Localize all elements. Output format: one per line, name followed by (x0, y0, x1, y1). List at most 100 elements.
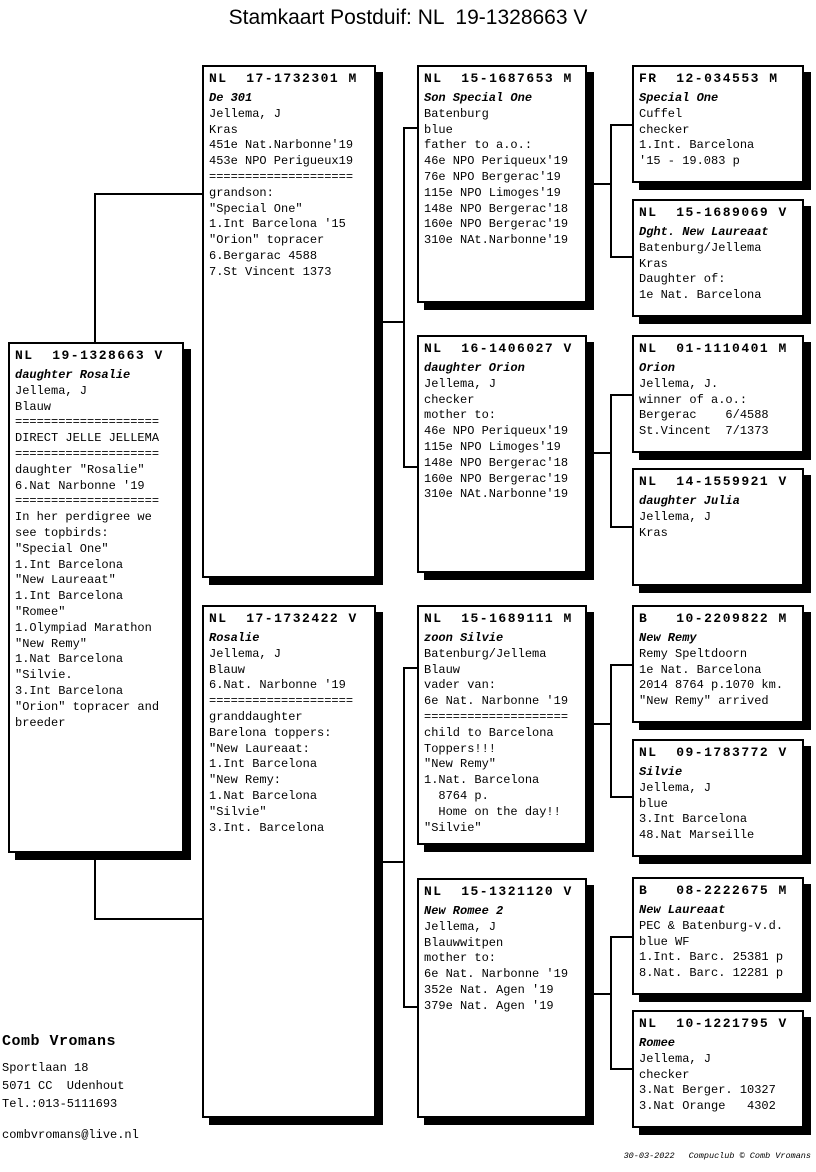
pedigree-text-line: 8764 p. (424, 788, 489, 803)
breeder-address-line: 5071 CC Udenhout (2, 1079, 125, 1093)
pedigree-text-line: granddaughter (209, 709, 303, 724)
connector-line (587, 183, 612, 185)
pedigree-text-line: "Silvie" (424, 820, 482, 835)
connector-line (610, 936, 612, 1070)
pedigree-text-line: daughter Julia (639, 494, 740, 508)
pedigree-text-line: 46e NPO Periqueux'19 (424, 424, 569, 439)
pedigree-text-line: 1.Int Barcelona (209, 757, 318, 772)
ring-number: NL 15-1687653 M (424, 71, 573, 86)
connector-line (610, 664, 612, 798)
pedigree-text-line: 115e NPO Limoges'19 (424, 185, 561, 200)
connector-line (94, 193, 204, 195)
footer-date: 30-03-2022 (623, 1151, 675, 1161)
pedigree-text-line: ==================== (15, 415, 160, 430)
pedigree-text-line: Barelona toppers: (209, 725, 332, 740)
pedigree-text-line: Daughter of: (639, 272, 726, 287)
pedigree-text-line: 160e NPO Bergerac'19 (424, 217, 569, 232)
connector-line (610, 124, 612, 258)
pedigree-text-line: "New Remy" (15, 636, 88, 651)
pedigree-text-line: Blauw (209, 662, 246, 677)
pedigree-text-line: 1e Nat. Barcelona (639, 662, 762, 677)
pedigree-text-line: St.Vincent 7/1373 (639, 424, 769, 439)
breeder-address-line: Sportlaan 18 (2, 1061, 89, 1075)
pedigree-text-line: Kras (209, 122, 238, 137)
pedigree-text-line: Dght. New Laureaat (639, 225, 769, 239)
pedigree-text-line: Remy Speltdoorn (639, 646, 748, 661)
pedigree-text-line: "Orion" topracer and (15, 699, 160, 714)
pedigree-text-line: Son Special One (424, 91, 533, 105)
pedigree-text-line: Jellema, J (424, 376, 497, 391)
breeder-phone: Tel.:013-5111693 (2, 1097, 118, 1111)
connector-line (587, 452, 612, 454)
connector-line (587, 723, 612, 725)
connector-line (94, 851, 96, 920)
pedigree-text-line: Special One (639, 91, 719, 105)
pedigree-text-line: Jellema, J (639, 509, 712, 524)
pedigree-text-line: "Special One" (209, 201, 303, 216)
footer: 30-03-2022 Compuclub © Comb Vromans (613, 1141, 811, 1161)
pedigree-text-line: ==================== (209, 169, 354, 184)
ring-number: NL 14-1559921 V (639, 474, 788, 489)
pedigree-text-line: daughter Rosalie (15, 368, 131, 382)
pedigree-text-line: ==================== (15, 446, 160, 461)
pedigree-text-line: Jellema, J (639, 1051, 712, 1066)
pedigree-text-line: daughter Orion (424, 361, 525, 375)
pedigree-text-line: 1.Int. Barc. 25381 p (639, 950, 784, 965)
pedigree-text-line: "Special One" (15, 541, 109, 556)
pedigree-text-line: 1.Int Barcelona (15, 589, 124, 604)
pedigree-text-line: Batenburg (424, 106, 489, 121)
pedigree-text-line: 3.Int Barcelona (639, 812, 748, 827)
connector-line (610, 394, 612, 528)
pedigree-text-line: De 301 (209, 91, 253, 105)
ring-number: NL 17-1732301 M (209, 71, 358, 86)
connector-line (94, 193, 96, 344)
pedigree-text-line: mother to: (424, 408, 497, 423)
breeder-email: combvromans@live.nl (2, 1128, 139, 1142)
pedigree-text-line: vader van: (424, 678, 497, 693)
connector-line (403, 466, 419, 468)
pedigree-text-line: "New Remy" arrived (639, 694, 769, 709)
pedigree-text-line: 7.St Vincent 1373 (209, 264, 332, 279)
pedigree-text-line: ==================== (15, 494, 160, 509)
pedigree-text-line: Batenburg/Jellema (424, 646, 547, 661)
pedigree-text-line: 2014 8764 p.1070 km. (639, 678, 784, 693)
connector-line (610, 256, 634, 258)
pedigree-text-line: 6.Nat. Narbonne '19 (209, 678, 346, 693)
pedigree-text-line: "New Remy: (209, 773, 282, 788)
pedigree-text-line: blue (639, 796, 668, 811)
pedigree-text-line: checker (639, 1067, 690, 1082)
pedigree-text-line: 1.Int. Barcelona (639, 138, 755, 153)
pedigree-text-line: Jellema, J (209, 646, 282, 661)
connector-line (403, 127, 405, 468)
pedigree-text-line: grandson: (209, 185, 274, 200)
connector-line (376, 861, 405, 863)
pedigree-text-line: checker (639, 122, 690, 137)
pedigree-text-line: Orion (639, 361, 676, 375)
pedigree-text-line: PEC & Batenburg-v.d. (639, 918, 784, 933)
pedigree-text-line: Jellema, J (639, 780, 712, 795)
connector-line (610, 796, 634, 798)
footer-credit: Compuclub © Comb Vromans (688, 1151, 811, 1161)
pedigree-text-line: "Silvie. (15, 668, 73, 683)
pedigree-text-line: child to Barcelona (424, 725, 554, 740)
pedigree-text-line: breeder (15, 715, 66, 730)
pedigree-text-line: 1.Int Barcelona (15, 557, 124, 572)
pedigree-text-line: 1e Nat. Barcelona (639, 288, 762, 303)
pedigree-text-line: 115e NPO Limoges'19 (424, 439, 561, 454)
page-title: Stamkaart Postduif: NL 19-1328663 V (228, 6, 588, 29)
ring-number: NL 15-1689111 M (424, 611, 573, 626)
connector-line (403, 127, 419, 129)
